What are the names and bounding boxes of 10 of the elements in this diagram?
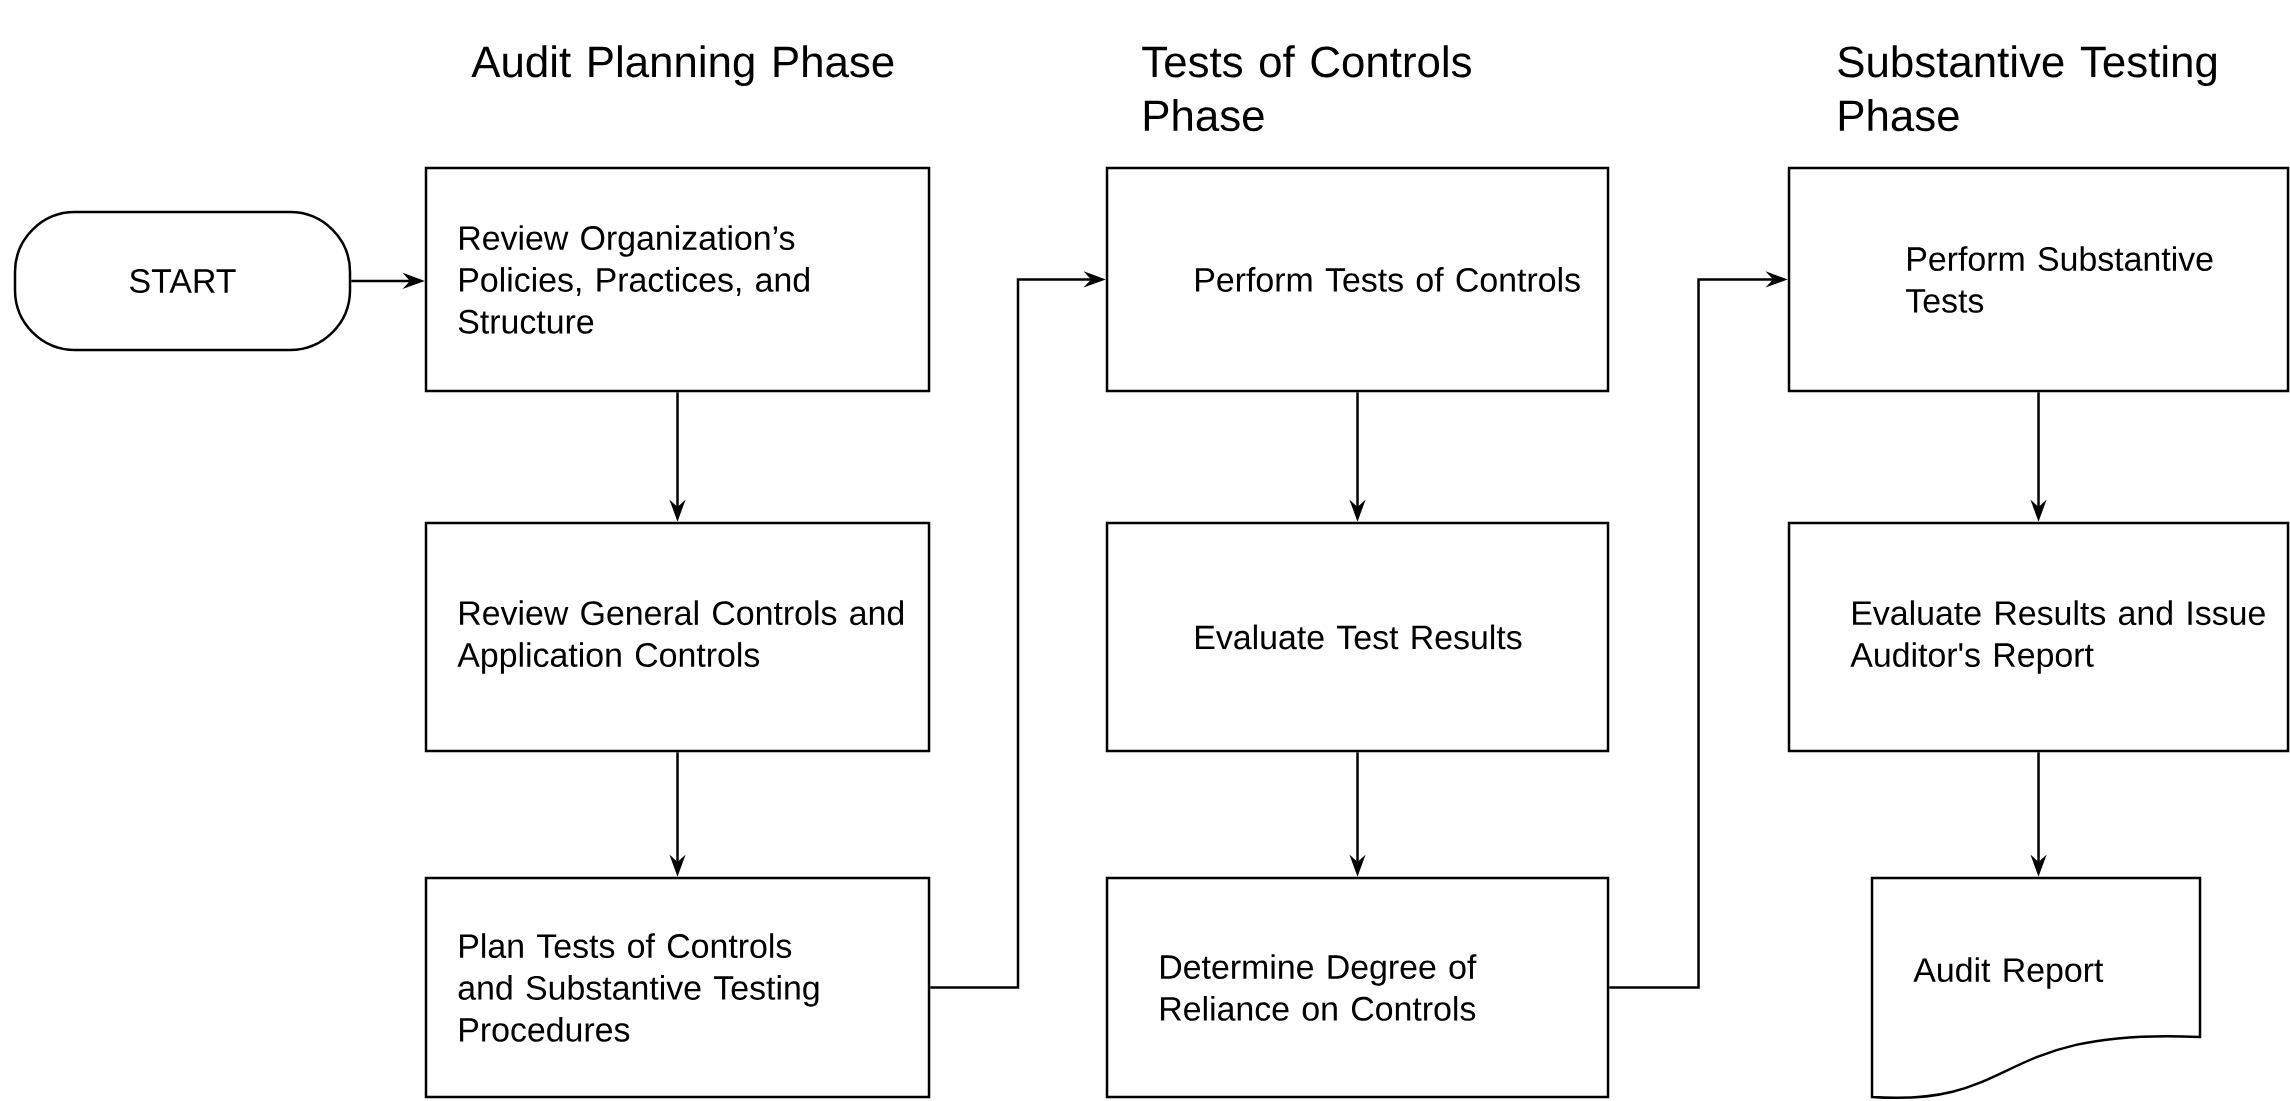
terminator: START bbox=[13, 210, 352, 352]
process-box: Evaluate Results and Issue Auditor's Report bbox=[1787, 521, 2290, 753]
process-box: Perform Substantive Tests bbox=[1787, 166, 2290, 393]
process-box: Review Organization’s Policies, Practices, and Structure bbox=[424, 166, 931, 393]
process-box: Plan Tests of Controls and Substantive Testing Procedures bbox=[424, 876, 931, 1099]
process-box: Perform Tests of Controls bbox=[1105, 166, 1610, 393]
process-box: Evaluate Test Results bbox=[1105, 521, 1610, 753]
process-box: Determine Degree of Reliance on Controls bbox=[1105, 876, 1610, 1099]
column-heading: Audit Planning Phase bbox=[471, 45, 894, 87]
process-box: Review General Controls and Application Controls bbox=[424, 521, 931, 753]
